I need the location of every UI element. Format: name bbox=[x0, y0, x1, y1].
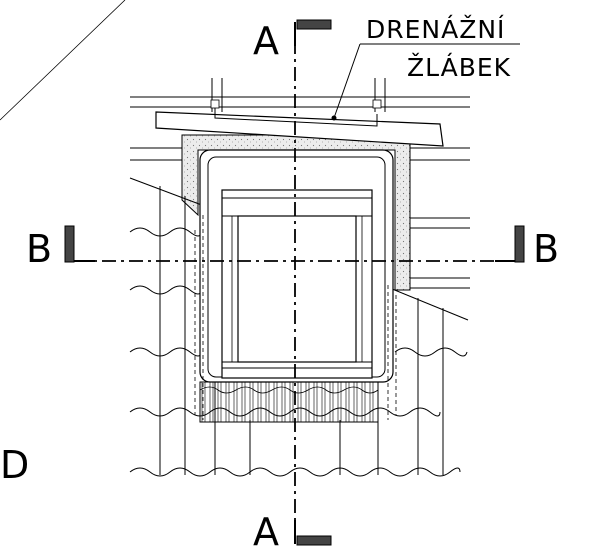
mortar-infill bbox=[181, 134, 411, 291]
callout-dot bbox=[331, 115, 337, 121]
section-marker-a-bottom bbox=[294, 520, 332, 546]
section-marker-a-top bbox=[294, 19, 332, 46]
section-marker-b-right bbox=[495, 225, 525, 263]
callout-line2: ŽLÁBEK bbox=[407, 53, 511, 82]
callout-leader bbox=[333, 43, 361, 119]
section-label-a-top: A bbox=[253, 19, 279, 63]
window-glass bbox=[237, 215, 357, 363]
gutter-bracket-left bbox=[210, 99, 220, 109]
roof-edge-diagonal bbox=[0, 0, 126, 121]
gutter-hangers bbox=[214, 108, 378, 127]
gutter-bracket-right bbox=[372, 99, 382, 109]
section-label-a-bottom: A bbox=[253, 510, 279, 551]
section-marker-b-left bbox=[64, 225, 95, 263]
detail-letter: D bbox=[0, 443, 29, 487]
section-label-b-left: B bbox=[26, 227, 52, 271]
callout-line1: DRENÁŽNÍ bbox=[366, 15, 505, 44]
section-label-b-right: B bbox=[533, 227, 559, 271]
roof-battens bbox=[130, 96, 470, 289]
apron-wave bbox=[199, 386, 379, 394]
flashing-apron bbox=[199, 381, 379, 423]
drainage-gutter bbox=[155, 111, 444, 147]
